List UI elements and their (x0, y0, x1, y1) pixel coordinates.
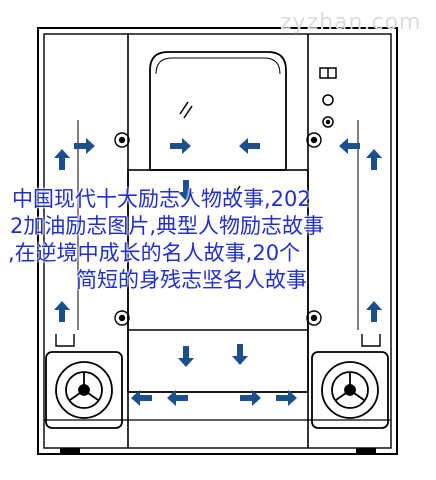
front-window (149, 51, 287, 171)
arrow-up-icon (366, 149, 382, 170)
arrow-up-icon (54, 301, 70, 322)
window-frame-line (155, 57, 281, 75)
arrow-down-icon (232, 344, 248, 365)
cabinet-outline (37, 27, 398, 455)
caption-line: 2加油励志图片,典型人物励志故事 (10, 214, 325, 238)
arrow-down-icon (178, 346, 194, 367)
right-fan-icon (311, 351, 389, 429)
duct-group (55, 334, 381, 347)
knob-icon (322, 94, 334, 106)
cabinet-inner-outline (43, 33, 392, 449)
hinge-group (114, 132, 322, 326)
arrow-right-icon (74, 138, 95, 154)
arrow-up-icon (366, 301, 382, 322)
caption-overlay: 中国现代十大励志人物故事,202 2加油励志图片,典型人物励志故事 ,在逆境中成… (0, 186, 436, 294)
knob-icon-2 (322, 116, 334, 128)
control-panel (319, 67, 337, 128)
arrow-left-icon (339, 138, 360, 154)
arrow-left-icon (239, 138, 260, 154)
caption-line: ,在逆境中成长的名人故事,20个 (8, 241, 301, 265)
watermark: zyzhan.com (280, 10, 422, 35)
arrow-up-icon (54, 149, 70, 170)
feet-group (60, 448, 376, 454)
caption-line: 中国现代十大励志人物故事,202 (12, 187, 311, 211)
glass-reflection-icon (179, 101, 241, 199)
arrow-right-icon (170, 138, 191, 154)
left-fan-icon (45, 351, 123, 429)
caption-line: 简短的身残志坚名人故事 (76, 268, 307, 292)
